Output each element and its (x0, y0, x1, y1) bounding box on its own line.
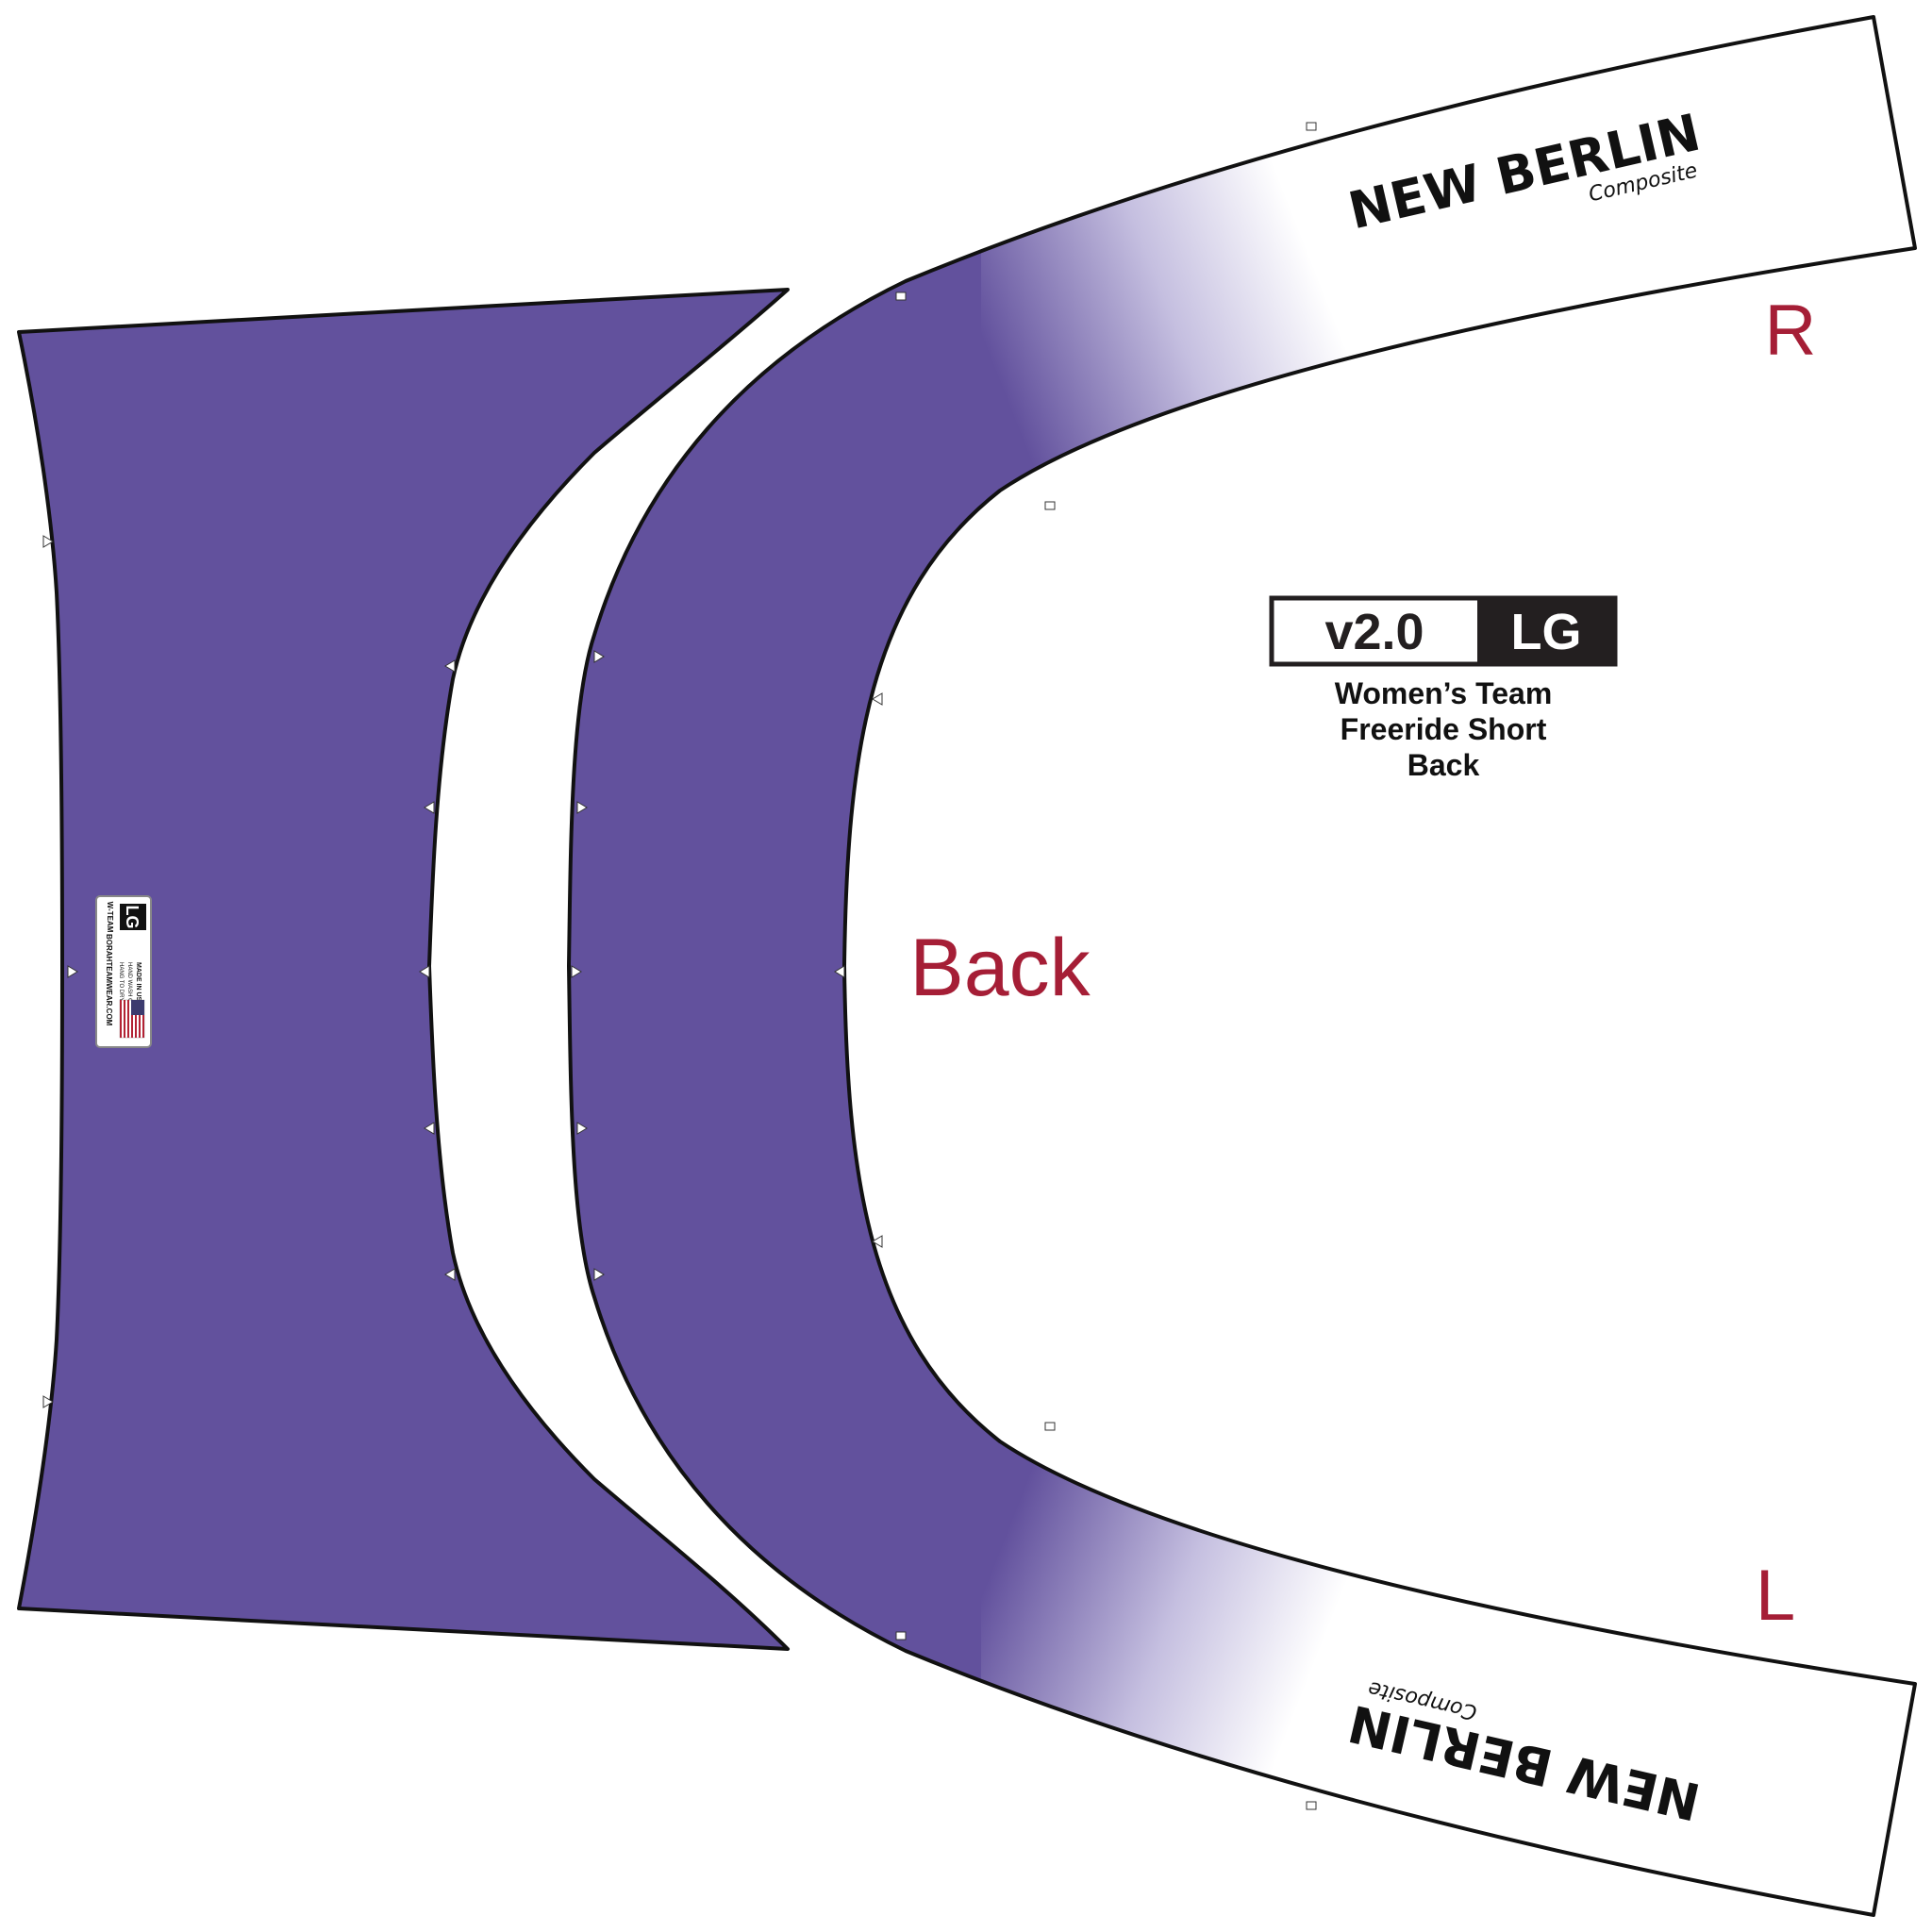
product-title-line2: Freeride Short (1341, 712, 1547, 746)
product-badge: v2.0 LG Women’s Team Freeride Short Back (1269, 595, 1618, 782)
us-flag-icon (119, 999, 145, 1039)
waistband-label: Back (909, 923, 1091, 1013)
right-side-label: R (1765, 291, 1817, 371)
left-side-label: L (1756, 1556, 1795, 1636)
care-tag: LG W-TEAM MADE IN USA HAND WASH COLD HAN… (95, 895, 152, 1048)
product-title-line1: Women’s Team (1335, 676, 1553, 710)
tag-wash: HAND WASH COLD (126, 962, 132, 1014)
curved-band-outline (567, 15, 1917, 1917)
badge-size: LG (1511, 604, 1582, 660)
back-panel (17, 288, 790, 1651)
tag-size: LG (123, 906, 142, 929)
tag-made-in: MADE IN USA (135, 962, 142, 1006)
notch-markers (42, 122, 1317, 1810)
tag-website: BORAHTEAMWEAR.COM (105, 934, 113, 1026)
tag-dry: HANG TO DRY (118, 962, 124, 1001)
product-title-line3: Back (1407, 748, 1480, 782)
badge-version: v2.0 (1324, 604, 1424, 660)
tag-model: W-TEAM (106, 902, 114, 933)
